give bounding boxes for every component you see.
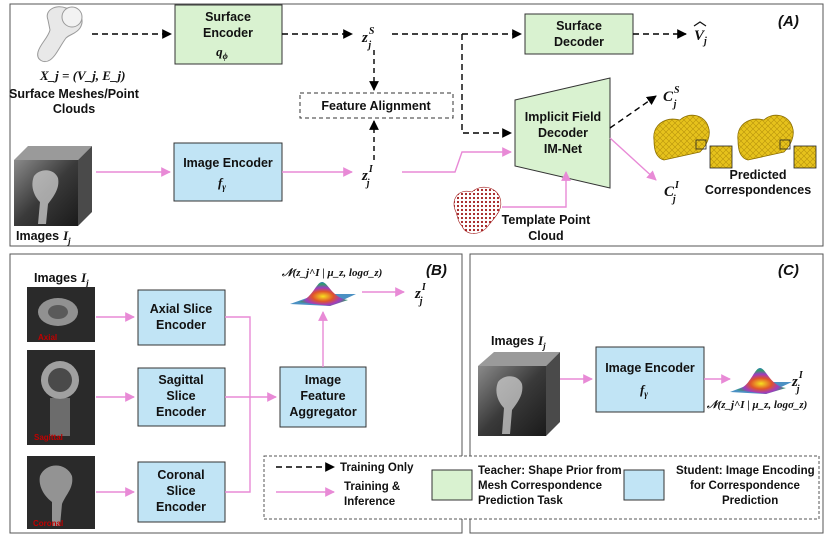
legend-teacher-line1: Teacher: Shape Prior from: [478, 465, 622, 477]
surface-encoder-box: Surface Encoder qϕ: [174, 4, 283, 65]
predicted-caption-line1: Predicted: [730, 168, 787, 182]
predicted-caption-line2: Correspondences: [705, 183, 811, 197]
image-encoder-c-box: Image Encoder fγ: [595, 346, 705, 413]
gaussian-label-c: 𝒩(z_j^I | μ_z, logσ_z): [706, 399, 807, 411]
coronal-encoder-line2: Slice: [166, 484, 195, 498]
legend-frame: [263, 455, 820, 520]
aggregator-line3: Aggregator: [289, 405, 357, 419]
legend-teacher-swatch: [431, 469, 473, 501]
feature-alignment-label: Feature Alignment: [321, 99, 431, 113]
image-encoder-c-param: fγ: [640, 382, 648, 399]
legend-student-line2: for Correspondence: [690, 480, 800, 492]
arrow-implicit-decoder-to-surface-output: [609, 95, 657, 129]
sagittal-slice-caption: Sagittal: [34, 433, 63, 442]
arrow-implicit-decoder-to-image-output: [609, 137, 657, 181]
template-caption-line1: Template Point: [502, 213, 592, 227]
legend-training-only: Training Only: [340, 462, 414, 474]
mesh-caption-line2: Clouds: [53, 102, 95, 116]
femur-mesh-icon: [37, 6, 83, 63]
ct-volume-icon-c: [478, 352, 560, 436]
legend-student-line1: Student: Image Encoding: [676, 465, 815, 477]
mesh-formula: X_j = (V_j, E_j): [39, 68, 125, 83]
ct-volume-icon: [14, 146, 92, 226]
axial-slice-caption: Axial: [38, 333, 57, 342]
surface-decoder-box: Surface Decoder: [524, 13, 634, 55]
coronal-encoder-line3: Encoder: [156, 500, 206, 514]
predicted-mesh-1: [653, 114, 733, 169]
arrow-axial-encoder-to-aggregator: [225, 316, 251, 397]
surface-decoder-line2: Decoder: [554, 35, 604, 49]
legend-student-swatch: [623, 469, 665, 501]
implicit-decoder-line2: Decoder: [538, 126, 588, 140]
panel-c-frame: [469, 253, 824, 534]
surface-decoder-line1: Surface: [556, 19, 602, 33]
legend-teacher-line3: Prediction Task: [478, 495, 563, 507]
decoder-output-label: Vj: [694, 28, 707, 47]
coronal-encoder-line1: Coronal: [157, 468, 204, 482]
image-feature-aggregator-box: Image Feature Aggregator: [279, 366, 367, 428]
image-encoder-a-line1: Image Encoder: [183, 156, 273, 170]
image-encoder-c-line1: Image Encoder: [605, 361, 695, 375]
axial-encoder-line1: Axial Slice: [150, 302, 213, 316]
panel-b-tag: (B): [426, 262, 447, 279]
image-encoder-a-box: Image Encoder fγ: [173, 142, 283, 202]
sagittal-encoder-line1: Sagittal: [158, 373, 203, 387]
implicit-field-decoder: Implicit Field Decoder IM-Net: [514, 77, 611, 189]
legend-training-inference-line1: Training &: [344, 481, 400, 493]
template-caption-line2: Cloud: [528, 229, 563, 243]
gaussian-label-b: 𝒩(z_j^I | μ_z, logσ_z): [281, 267, 382, 279]
coronal-slice-image: Coronal: [27, 456, 95, 529]
mesh-caption-line1: Surface Meshes/Point: [9, 87, 140, 101]
surface-encoder-line1: Surface: [205, 10, 251, 24]
template-point-cloud-icon: [453, 186, 502, 234]
surface-encoder-line2: Encoder: [203, 26, 253, 40]
arrow-template-to-implicit-decoder: [502, 171, 571, 208]
arrow-latent-image-to-implicit-decoder: [402, 147, 512, 173]
axial-encoder-line2: Encoder: [156, 318, 206, 332]
arrow-latent-surface-to-implicit-decoder: [461, 34, 512, 138]
implicit-decoder-line3: IM-Net: [544, 142, 583, 156]
legend: Training Only Training & Inference Teach…: [263, 455, 820, 520]
surface-encoder-param: qϕ: [216, 44, 228, 61]
sagittal-slice-image: Sagittal: [27, 350, 95, 445]
legend-teacher-line2: Mesh Correspondence: [478, 480, 602, 492]
panel-b-frame: [9, 253, 463, 534]
gaussian-surface-b-icon: [290, 282, 356, 306]
decoder-output-hat: [693, 21, 707, 27]
predicted-mesh-2: [737, 114, 817, 169]
implicit-decoder-line1: Implicit Field: [525, 110, 601, 124]
legend-student-line3: Prediction: [722, 495, 778, 507]
gaussian-surface-c-icon: [730, 368, 792, 394]
axial-slice-image: Axial: [27, 287, 95, 342]
panel-a-tag: (A): [778, 13, 799, 30]
sagittal-encoder-line2: Slice: [166, 389, 195, 403]
axial-slice-encoder-box: Axial Slice Encoder: [137, 289, 226, 346]
arrow-coronal-encoder-to-aggregator: [225, 397, 251, 493]
aggregator-line1: Image: [305, 373, 341, 387]
sagittal-encoder-line3: Encoder: [156, 405, 206, 419]
sagittal-slice-encoder-box: Sagittal Slice Encoder: [137, 367, 226, 427]
panel-a-frame: [9, 3, 824, 247]
panel-c-tag: (C): [778, 262, 799, 279]
legend-training-inference-line2: Inference: [344, 496, 395, 508]
image-encoder-a-param: fγ: [218, 175, 226, 192]
feature-alignment-box: Feature Alignment: [299, 92, 454, 119]
coronal-slice-caption: Coronal: [33, 519, 63, 528]
aggregator-line2: Feature: [300, 389, 345, 403]
coronal-slice-encoder-box: Coronal Slice Encoder: [137, 461, 226, 523]
